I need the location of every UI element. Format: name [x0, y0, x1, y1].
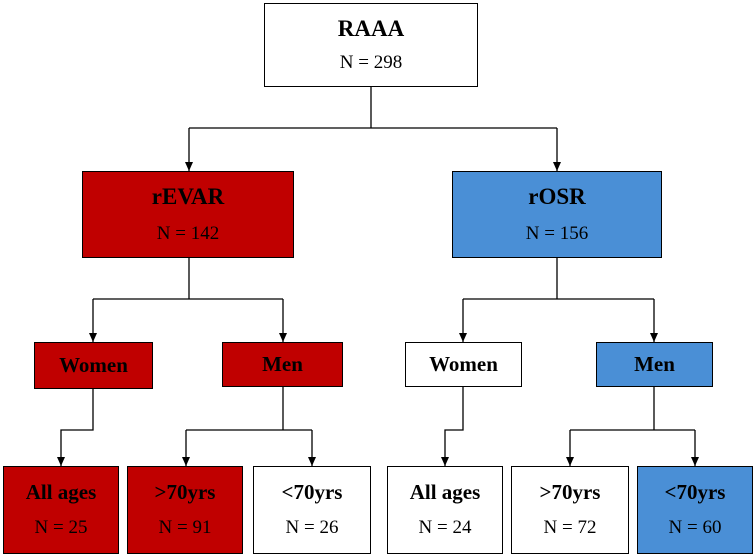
rosr-women-all-ages-title: All ages [409, 479, 481, 504]
connector-rosr-split [463, 258, 654, 300]
connector-revar-split [93, 258, 283, 300]
rosr-men-title: Men [634, 351, 675, 376]
revar-men-lt70-title: <70yrs [281, 479, 343, 504]
root-title: RAAA [337, 15, 405, 41]
revar-women-box: Women [34, 342, 153, 389]
rosr-men-gt70-count: N = 72 [543, 516, 597, 538]
root-box: RAAA N = 298 [264, 3, 478, 87]
revar-women-all-ages-title: All ages [25, 479, 97, 504]
connector-revar-men-split [186, 387, 312, 431]
revar-men-box: Men [222, 342, 343, 387]
rosr-men-lt70-box: <70yrs N = 60 [637, 466, 753, 554]
revar-men-title: Men [262, 351, 303, 376]
rosr-women-all-ages-count: N = 24 [418, 516, 472, 538]
rosr-women-box: Women [405, 342, 522, 387]
rosr-men-box: Men [596, 342, 713, 387]
rosr-women-all-ages-box: All ages N = 24 [387, 466, 503, 554]
rosr-count: N = 156 [525, 222, 589, 244]
connector-rosr-men-split [570, 387, 695, 431]
rosr-title: rOSR [528, 184, 586, 210]
revar-title: rEVAR [151, 184, 225, 210]
revar-women-title: Women [59, 352, 128, 377]
connector-root-split [189, 87, 557, 129]
root-count: N = 298 [339, 52, 403, 74]
rosr-men-gt70-box: >70yrs N = 72 [511, 466, 629, 554]
rosr-women-title: Women [429, 351, 498, 376]
revar-men-lt70-count: N = 26 [285, 516, 339, 538]
arrow-to-rosr-women-all [441, 387, 464, 466]
revar-count: N = 142 [156, 222, 220, 244]
rosr-men-lt70-title: <70yrs [664, 479, 726, 504]
rosr-box: rOSR N = 156 [452, 171, 662, 258]
arrow-to-revar-women-all [57, 389, 94, 466]
revar-men-gt70-count: N = 91 [158, 516, 212, 538]
revar-men-gt70-box: >70yrs N = 91 [127, 466, 243, 554]
revar-men-gt70-title: >70yrs [154, 479, 216, 504]
rosr-men-gt70-title: >70yrs [539, 479, 601, 504]
rosr-men-lt70-count: N = 60 [668, 516, 722, 538]
revar-box: rEVAR N = 142 [82, 171, 294, 258]
revar-women-all-ages-box: All ages N = 25 [3, 466, 119, 554]
revar-women-all-ages-count: N = 25 [34, 516, 88, 538]
revar-men-lt70-box: <70yrs N = 26 [253, 466, 371, 554]
